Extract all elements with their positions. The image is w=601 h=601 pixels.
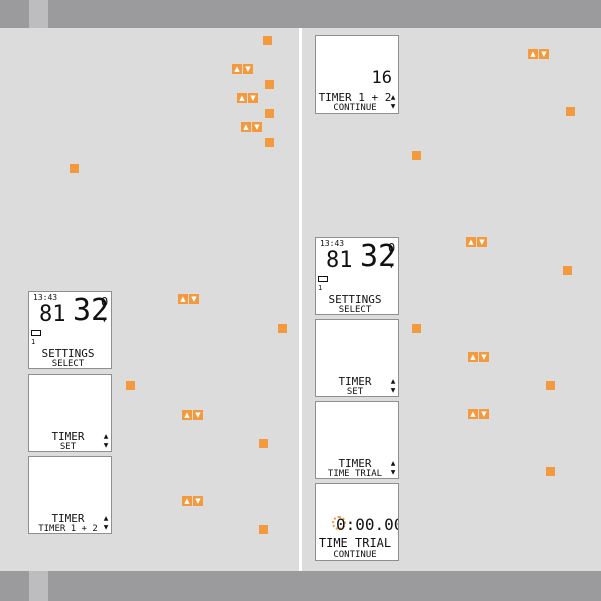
lcd-line1: TIME TRIAL: [318, 536, 392, 550]
lcd-timer-time-trial-screen: TIMER TIME TRIAL ▲ ▼: [315, 401, 399, 479]
ok-button-icon: [263, 36, 272, 45]
up-down-buttons-icon: ▲▼: [182, 410, 203, 420]
lcd-sup: 0: [101, 295, 109, 309]
ok-button-icon: [265, 80, 274, 89]
up-down-buttons-icon: ▲▼: [241, 122, 262, 132]
lcd-sup: 0: [388, 241, 396, 255]
lcd-line2: SET: [59, 442, 77, 452]
battery-icon: [318, 276, 328, 282]
lcd-up-arrow: ▲: [390, 94, 396, 101]
lcd-up-arrow: ▲: [103, 515, 109, 522]
ok-button-icon: [70, 164, 79, 173]
lcd-down-arrow: ▼: [103, 524, 109, 531]
lcd-down-arrow: ▼: [390, 469, 396, 476]
lcd-line2: SELECT: [338, 305, 372, 315]
lcd-down-arrow: ▼: [389, 261, 394, 270]
up-down-buttons-icon: ▲▼: [468, 352, 489, 362]
up-down-buttons-icon: ▲▼: [232, 64, 253, 74]
footer-bar: [0, 571, 601, 601]
lcd-line1: TIMER: [338, 457, 372, 470]
lcd-timer-set-screen: TIMER SET ▲ ▼: [28, 374, 112, 452]
lcd-timer-set-screen: TIMER SET ▲ ▼: [315, 319, 399, 397]
ok-button-icon: [265, 138, 274, 147]
blinking-indicator-icon: [332, 516, 346, 530]
ok-button-icon: [259, 439, 268, 448]
ok-button-icon: [563, 266, 572, 275]
ok-button-icon: [412, 151, 421, 160]
lcd-line1: SETTINGS: [328, 293, 382, 306]
lcd-line1: TIMER: [338, 375, 372, 388]
up-down-buttons-icon: ▲▼: [466, 237, 487, 247]
lcd-value: 32: [73, 293, 110, 328]
lcd-number: 16: [371, 68, 392, 88]
lcd-line2: CONTINUE: [333, 103, 377, 113]
lcd-line2: SELECT: [51, 359, 85, 369]
lcd-line1: TIMER: [51, 430, 85, 443]
lcd-mark: 1: [318, 284, 323, 292]
lcd-speed: 81: [39, 302, 66, 327]
lcd-up-arrow: ▲: [103, 433, 109, 440]
lcd-down-arrow: ▼: [390, 387, 396, 394]
lcd-up-arrow: ▲: [390, 378, 396, 385]
ok-button-icon: [265, 109, 274, 118]
lcd-down-arrow: ▼: [103, 442, 109, 449]
ok-button-icon: [546, 467, 555, 476]
lcd-number: 0:00.00: [336, 515, 399, 534]
lcd-down-arrow: ▼: [102, 315, 107, 324]
lcd-up-arrow: ▲: [390, 460, 396, 467]
lcd-line1: SETTINGS: [41, 347, 95, 360]
ok-button-icon: [412, 324, 421, 333]
up-down-buttons-icon: ▲▼: [178, 294, 199, 304]
header-bar: [0, 0, 601, 28]
lcd-down-arrow: ▼: [390, 103, 396, 110]
header-tab: [29, 0, 48, 28]
up-down-buttons-icon: ▲▼: [237, 93, 258, 103]
lcd-timer-continue-screen: 16 TIMER 1 + 2 CONTINUE ▲ ▼: [315, 35, 399, 114]
lcd-line1: TIMER: [51, 512, 85, 525]
footer-tab: [29, 571, 48, 601]
lcd-speed: 81: [326, 248, 353, 273]
lcd-clock: 13:43: [320, 239, 345, 248]
lcd-time-trial-continue-screen: 0:00.00 TIME TRIAL CONTINUE: [315, 483, 399, 561]
lcd-value: 32: [360, 239, 397, 274]
ok-button-icon: [278, 324, 287, 333]
battery-icon: [31, 330, 41, 336]
up-down-buttons-icon: ▲▼: [182, 496, 203, 506]
lcd-clock: 13:43: [33, 293, 58, 302]
lcd-mark: 1: [31, 338, 36, 346]
panel-gap: [299, 28, 302, 571]
ok-button-icon: [566, 107, 575, 116]
ok-button-icon: [259, 525, 268, 534]
up-down-buttons-icon: ▲▼: [468, 409, 489, 419]
lcd-settings-screen: 13:43 81 32 0 ▼ 1 SETTINGS SELECT: [315, 237, 399, 315]
lcd-settings-screen: 13:43 81 32 0 ▼ 1 SETTINGS SELECT: [28, 291, 112, 369]
lcd-line2: SET: [346, 387, 364, 397]
up-down-buttons-icon: ▲▼: [528, 49, 549, 59]
lcd-line2: TIMER 1 + 2: [38, 524, 98, 534]
ok-button-icon: [546, 381, 555, 390]
lcd-line1: TIMER 1 + 2: [318, 91, 392, 104]
lcd-line2: TIME TRIAL: [327, 469, 383, 479]
lcd-line2: CONTINUE: [333, 550, 377, 560]
lcd-timer-1-2-screen: TIMER TIMER 1 + 2 ▲ ▼: [28, 456, 112, 534]
ok-button-icon: [126, 381, 135, 390]
